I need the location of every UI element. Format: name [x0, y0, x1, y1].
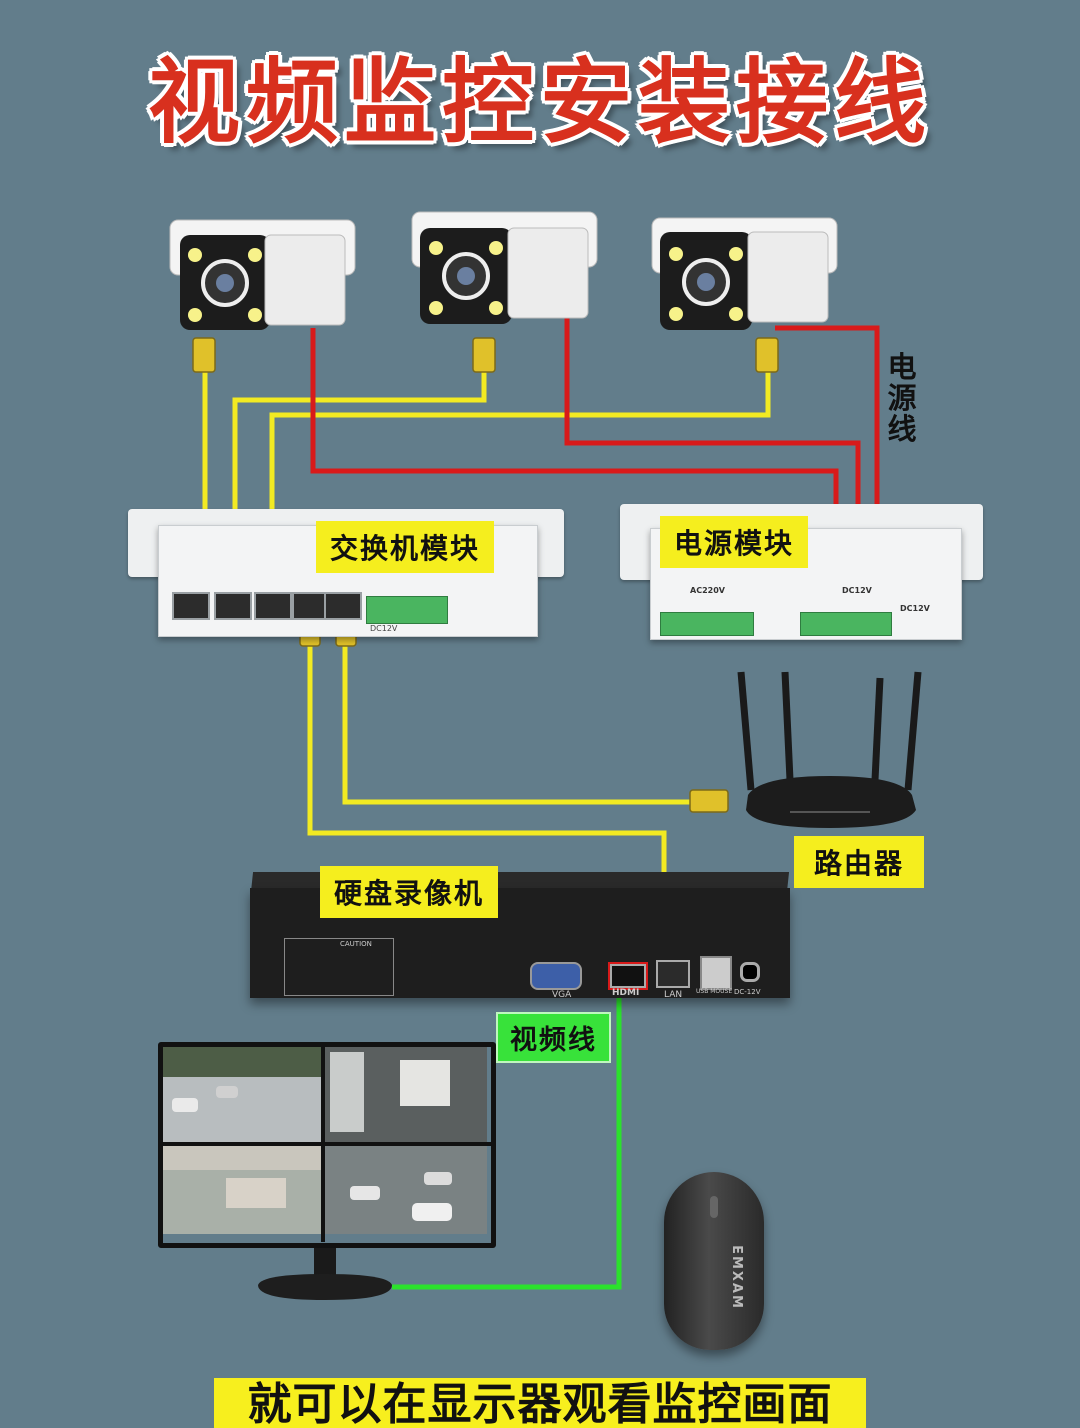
- monitor-divider-h: [158, 1142, 492, 1146]
- camera-icon: [169, 219, 356, 330]
- power-dc2-text: DC12V: [900, 604, 930, 613]
- switch-port: [324, 592, 362, 620]
- video-line-label: 视频线: [496, 1012, 611, 1063]
- router-device: [737, 671, 922, 828]
- nvr-label: 硬盘录像机: [320, 866, 499, 918]
- vga-text: VGA: [552, 990, 572, 1000]
- nvr-warning-text: CAUTION: [340, 940, 372, 948]
- power-ac-terminals: [660, 612, 754, 636]
- network-cables: [202, 368, 771, 918]
- bottom-caption: 就可以在显示器观看监控画面: [214, 1378, 866, 1428]
- nvr-warning-panel: [284, 938, 394, 996]
- cable-camera3-switch: [269, 368, 771, 560]
- cable-switch-router: [342, 640, 700, 805]
- lan-text: LAN: [664, 990, 683, 1000]
- dc-port: [740, 962, 760, 982]
- usb-text: USB MOUSE: [696, 988, 733, 995]
- camera-icon: [411, 211, 598, 324]
- router-label: 路由器: [794, 836, 925, 888]
- hdmi-port: [608, 962, 648, 990]
- power-dc-text: DC12V: [842, 586, 872, 595]
- rj45-connector-icon: [192, 337, 779, 954]
- monitor-screen: [163, 1047, 487, 1234]
- monitor-stand: [258, 1244, 392, 1300]
- page-title: 视频监控安装接线: [147, 49, 932, 156]
- cable-camera2-switch: [232, 368, 487, 560]
- switch-port: [254, 592, 292, 620]
- mouse-brand: EMXAM: [728, 1245, 744, 1310]
- video-cable: [392, 998, 622, 1290]
- power-dc-terminals: [800, 612, 892, 636]
- switch-module-label: 交换机模块: [316, 521, 495, 573]
- lan-port: [656, 960, 690, 988]
- power-module-label: 电源模块: [660, 516, 809, 568]
- power-ac-text: AC220V: [690, 586, 725, 595]
- usb-ports: [700, 956, 732, 990]
- dc-text: DC-12V: [734, 988, 761, 996]
- camera-icon: [651, 217, 838, 330]
- mouse-wheel: [710, 1196, 718, 1218]
- switch-terminal-block: [366, 596, 448, 624]
- switch-port: [172, 592, 210, 620]
- power-line-label: 电源线: [887, 350, 917, 446]
- switch-port: [214, 592, 252, 620]
- switch-dc-text: DC12V: [370, 624, 398, 633]
- hdmi-text: HDMI: [612, 988, 640, 998]
- vga-port: [530, 962, 582, 990]
